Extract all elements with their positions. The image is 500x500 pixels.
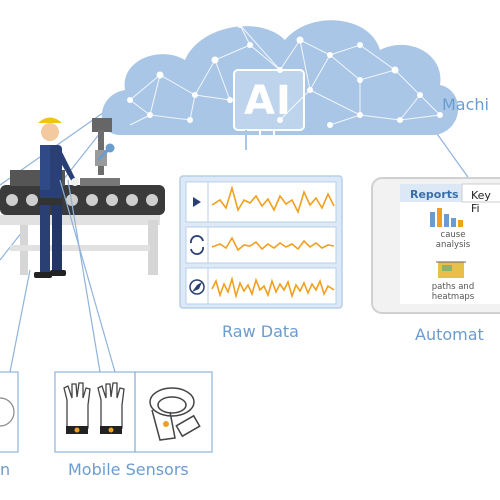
automation-label: Automat — [415, 325, 484, 344]
heatmap-icon — [436, 261, 466, 278]
wrench-icon — [96, 143, 115, 162]
worker-figure — [34, 117, 79, 278]
conveyor-belt — [0, 118, 165, 275]
left-sensor-label: n — [0, 460, 11, 479]
ai-chip — [234, 70, 304, 130]
cause-analysis-item[interactable]: cause analysis — [435, 230, 471, 250]
ai-cloud — [101, 20, 459, 172]
refresh-icon — [190, 235, 204, 255]
chip-pins — [245, 130, 275, 172]
compass-icon — [189, 279, 205, 295]
ai-title: AI — [244, 78, 292, 124]
network-nodes — [127, 22, 443, 128]
machine-label: Machi — [442, 95, 489, 114]
ai-chip-border — [233, 69, 305, 131]
device-icon — [0, 397, 15, 427]
raw-data-panel — [179, 175, 343, 309]
belt-sensor-icon — [149, 387, 201, 441]
play-icon — [193, 197, 201, 207]
signal-waveforms — [211, 185, 335, 300]
paths-heatmaps-item[interactable]: paths and heatmaps — [431, 282, 475, 302]
gloves-icon — [63, 382, 125, 434]
tab-key-figures[interactable]: Key Fi — [471, 189, 491, 215]
raw-data-label: Raw Data — [222, 322, 299, 341]
tab-reports[interactable]: Reports — [410, 188, 459, 201]
sensor-connector-lines — [9, 179, 116, 373]
automation-tablet — [371, 177, 500, 314]
mobile-sensors-label: Mobile Sensors — [68, 460, 189, 479]
bar-chart-icon — [430, 208, 463, 227]
sensor-boxes — [0, 371, 213, 453]
